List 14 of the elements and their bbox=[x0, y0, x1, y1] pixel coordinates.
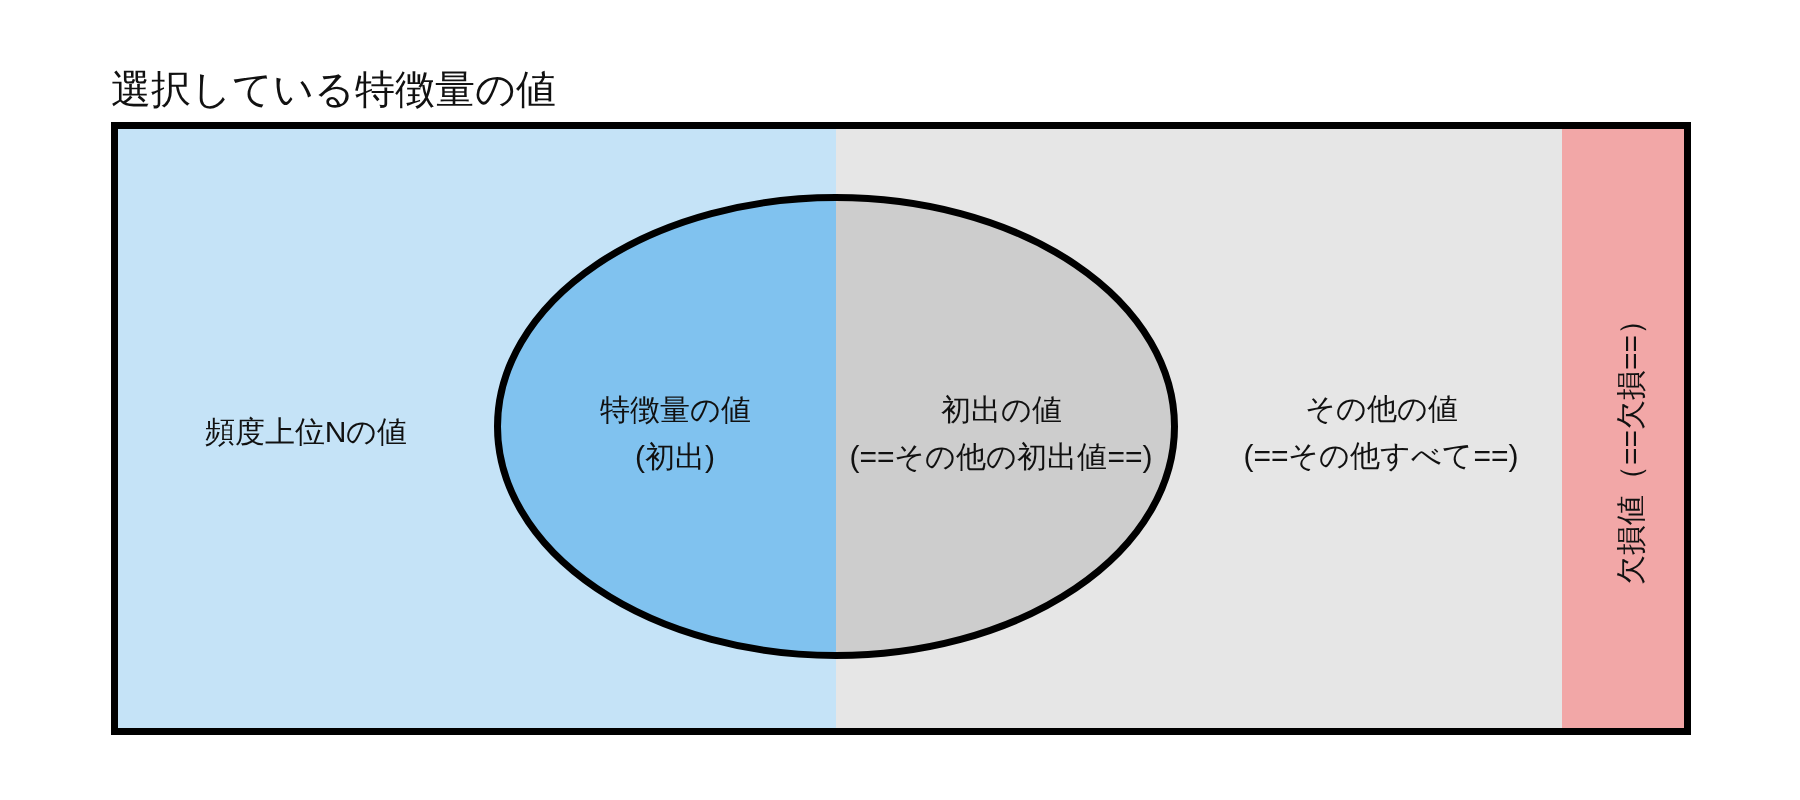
region-label: 頻度上位Nの値 bbox=[204, 414, 408, 450]
band-region bbox=[118, 129, 836, 728]
region-note: (==その他すべて==) bbox=[1243, 437, 1519, 474]
region-label: 初出の値 bbox=[940, 391, 1062, 428]
region-label: 特徴量の値 bbox=[599, 391, 751, 428]
half-oval-region bbox=[494, 194, 836, 659]
frame-title: 選択している特徴量の値 bbox=[111, 66, 556, 113]
half-oval-region bbox=[836, 194, 1178, 659]
region-note: (==その他の初出値==) bbox=[849, 438, 1153, 475]
band-region bbox=[1562, 129, 1684, 728]
region-note: (初出) bbox=[635, 438, 715, 475]
band-region bbox=[836, 129, 1562, 728]
region-label: その他の値 bbox=[1304, 390, 1458, 427]
region-label: 欠損値（==欠損==） bbox=[1613, 304, 1648, 586]
